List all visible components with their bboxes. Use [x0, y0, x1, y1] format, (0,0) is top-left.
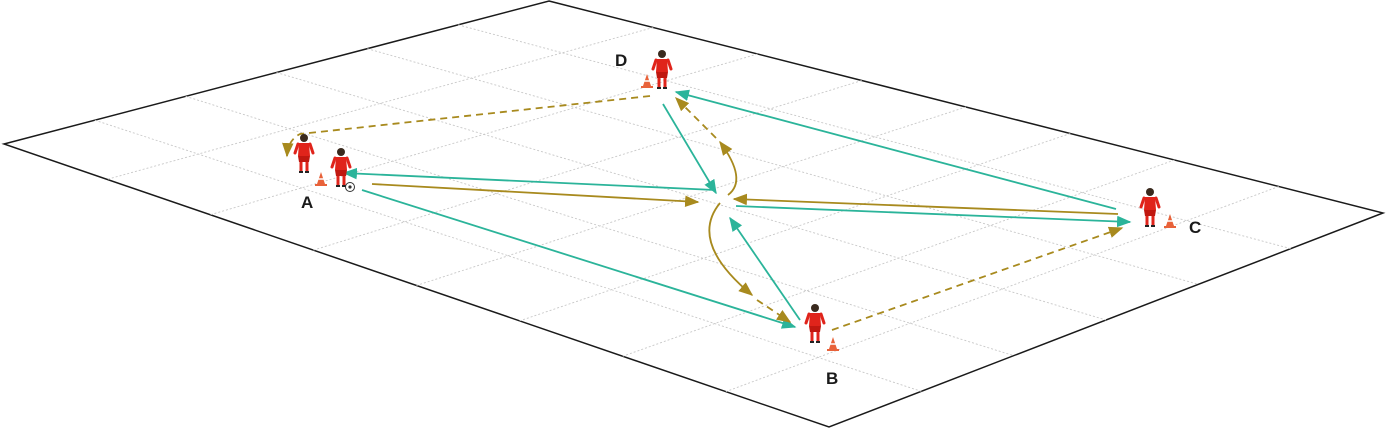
move-arrow-center-to-b	[708, 202, 754, 296]
grid-line	[185, 95, 1014, 357]
label-d: D	[615, 51, 627, 70]
label-a: A	[301, 193, 313, 212]
label-b: B	[826, 369, 838, 388]
move-arrow-a-to-center	[371, 183, 700, 208]
label-c: C	[1189, 218, 1201, 237]
move-arrow-c-to-center	[732, 193, 1119, 215]
pass-arrow-center-to-a	[342, 167, 716, 191]
pass-arrow-d-to-center	[662, 103, 717, 195]
grid-line	[94, 119, 922, 392]
move-arrow-center-to-d	[719, 140, 738, 196]
run-arrow-d-to-a	[282, 95, 651, 158]
run-arrow-curve-to-d	[674, 96, 717, 139]
pass-arrow-center-to-c	[735, 205, 1132, 228]
run-arrow-curve-to-b	[756, 299, 792, 323]
pass-arrow-a-to-b	[361, 189, 797, 329]
pass-arrow-c-to-d	[674, 89, 1117, 210]
arrow-layer	[282, 89, 1132, 331]
grid-line	[519, 133, 1071, 322]
run-arrow-b-to-c	[831, 226, 1124, 331]
pass-arrow-b-to-center	[729, 216, 801, 321]
ball-icon	[345, 182, 355, 192]
